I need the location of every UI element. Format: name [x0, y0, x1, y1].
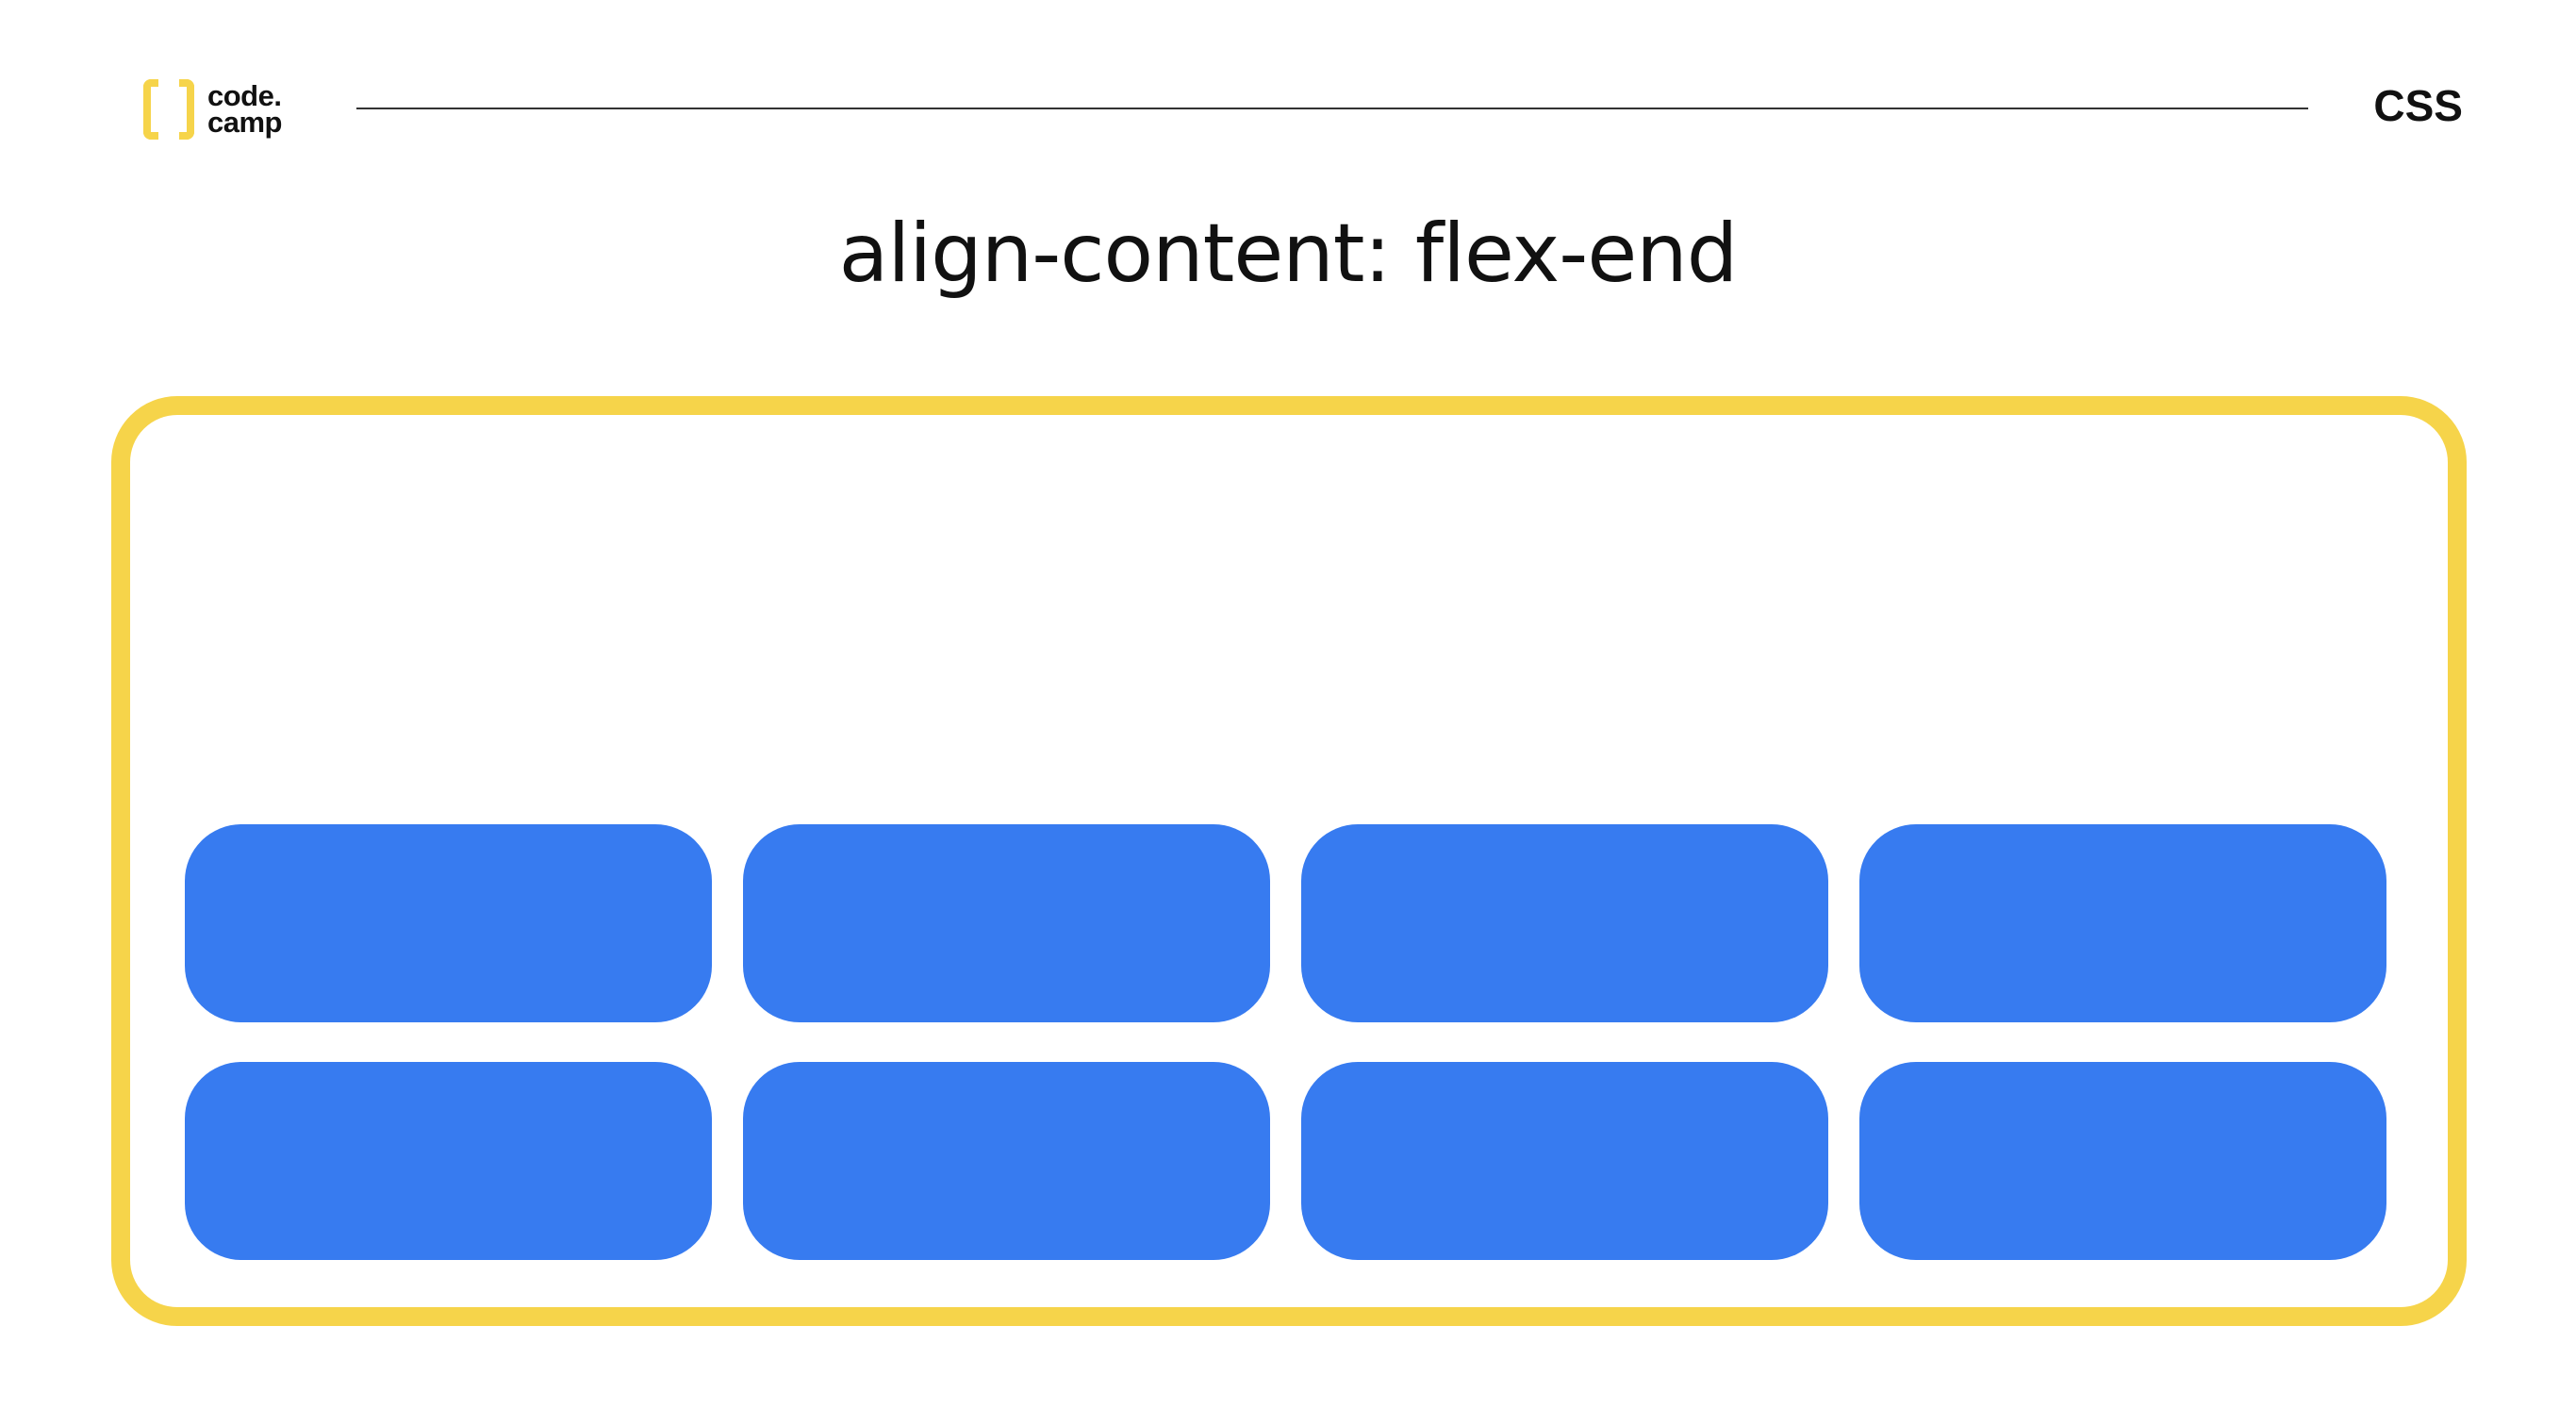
flex-item — [185, 1062, 712, 1260]
flex-item — [1301, 1062, 1828, 1260]
code-camp-logo: code. camp — [143, 75, 282, 143]
header-divider — [356, 108, 2308, 109]
topic-label: CSS — [2373, 81, 2463, 130]
right-bracket-icon — [179, 79, 194, 140]
left-bracket-icon — [143, 79, 158, 140]
logo-text-line1: code. — [207, 79, 282, 112]
flex-item — [1859, 824, 2386, 1022]
flex-item — [743, 1062, 1270, 1260]
flex-container-demo — [111, 396, 2467, 1326]
logo-bracket-icon — [143, 79, 194, 140]
flex-item — [1859, 1062, 2386, 1260]
slide-title: align-content: flex-end — [838, 207, 1739, 301]
flex-item — [1301, 824, 1828, 1022]
flex-item — [743, 824, 1270, 1022]
logo-text-line2: camp — [207, 106, 282, 139]
logo-wordmark: code. camp — [207, 79, 282, 139]
flex-item — [185, 824, 712, 1022]
